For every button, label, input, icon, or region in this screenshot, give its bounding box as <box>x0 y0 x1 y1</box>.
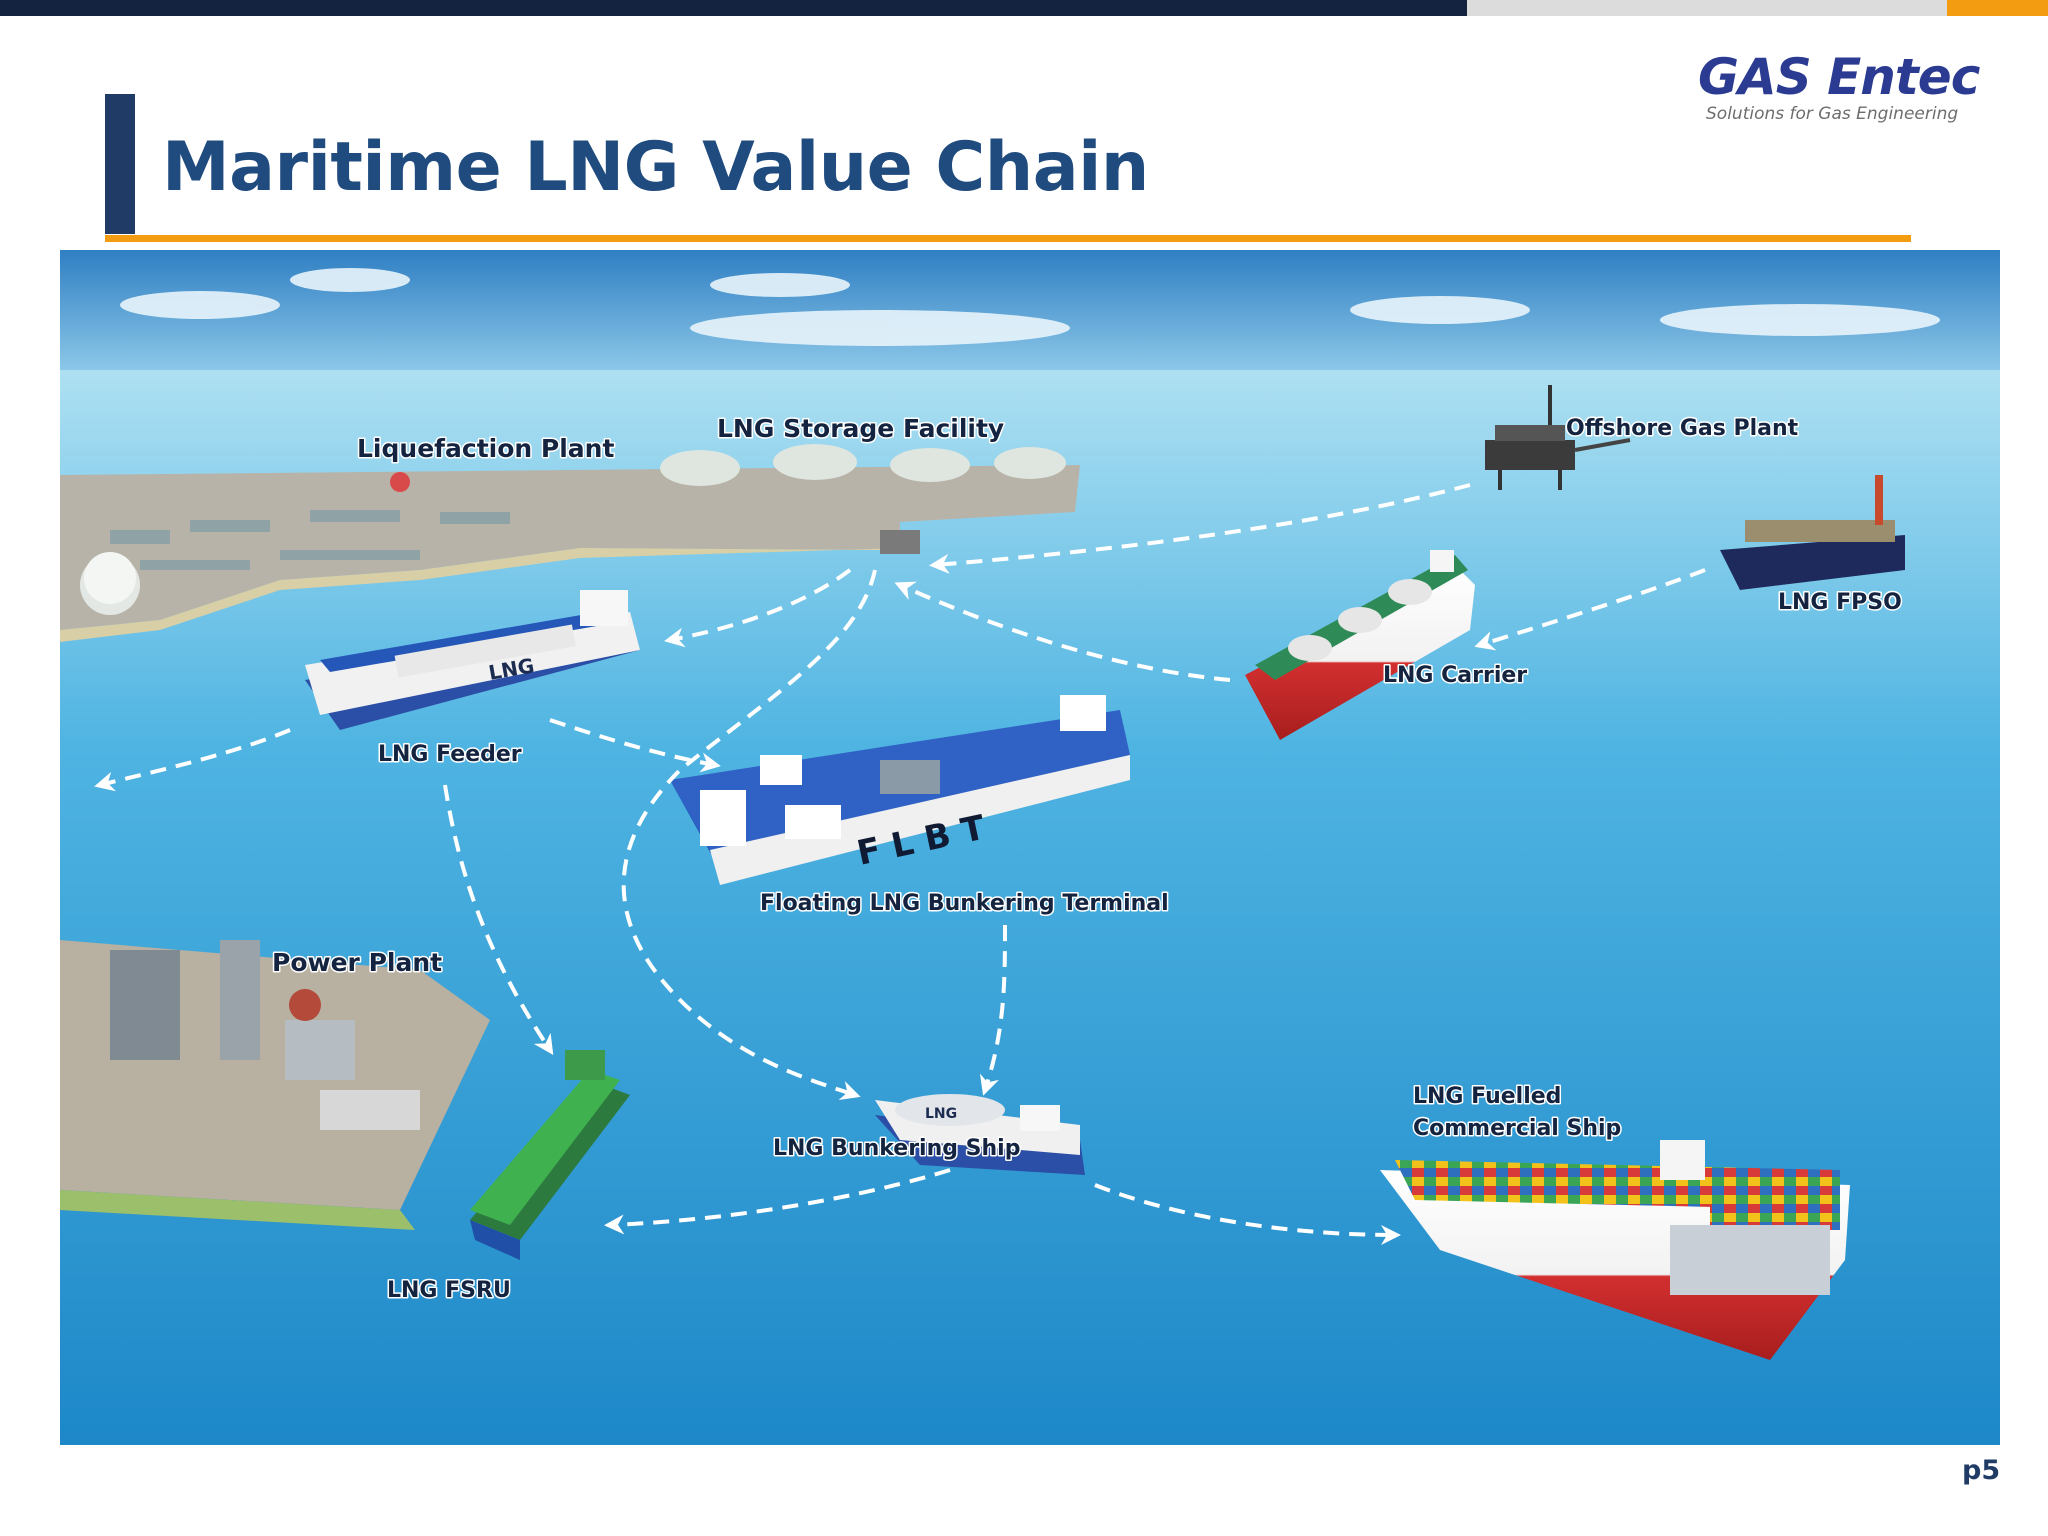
flow-arrow <box>894 581 1231 682</box>
lng-feeder-illustration: LNG <box>305 590 640 730</box>
top-bar-gray <box>1467 0 1947 16</box>
label-liquefaction-plant: Liquefaction Plant <box>357 434 614 463</box>
flow-arrow <box>1474 568 1706 651</box>
logo-tagline: Solutions for Gas Engineering <box>1706 104 1959 124</box>
label-lng-storage-facility: LNG Storage Facility <box>717 414 1004 443</box>
flow-arrow <box>979 924 1007 1096</box>
flow-arrow <box>621 569 877 1101</box>
page-number: p5 <box>1962 1455 2001 1486</box>
clouds <box>120 268 1940 346</box>
label-lng-bunkering-ship: LNG Bunkering Ship <box>773 1136 1020 1161</box>
label-lng-carrier: LNG Carrier <box>1383 663 1527 688</box>
node-labels: Liquefaction Plant LNG Storage Facility … <box>271 413 1904 1305</box>
lng-fsru-illustration <box>470 1050 630 1260</box>
page-title: Maritime LNG Value Chain <box>162 128 1149 207</box>
power-plant-illustration <box>60 940 490 1230</box>
label-lng-fuelled-line2: Commercial Ship <box>1413 1116 1621 1141</box>
offshore-gas-plant-illustration <box>1485 385 1631 490</box>
label-lng-fpso: LNG FPSO <box>1778 590 1902 615</box>
logo-wordmark: GAS Entec <box>1698 48 1980 106</box>
lng-carrier-illustration <box>1245 550 1475 740</box>
company-logo: GAS Entec Solutions for Gas Engineering <box>1690 48 1990 128</box>
label-lng-fsru: LNG FSRU <box>387 1278 511 1303</box>
flbt-illustration: F L B T <box>670 695 1130 885</box>
title-underline <box>105 235 1911 242</box>
flow-arrow <box>1094 1183 1401 1245</box>
liquefaction-plant-illustration <box>60 465 1080 642</box>
lng-bunkering-ship-illustration: LNG <box>875 1094 1085 1175</box>
top-bar-navy <box>0 0 1467 16</box>
lng-value-chain-diagram: LNG F L B T LNG <box>60 250 2000 1445</box>
title-accent-bar <box>105 94 135 234</box>
lng-storage-tanks-illustration <box>660 444 1066 554</box>
flow-arrow <box>549 718 721 773</box>
top-bar-orange <box>1947 0 2048 16</box>
flow-arrow <box>443 784 554 1055</box>
lng-fpso-illustration <box>1720 475 1905 590</box>
label-offshore-gas-plant: Offshore Gas Plant <box>1566 416 1799 441</box>
flow-arrow <box>664 568 852 648</box>
bunkering-ship-hull-marking: LNG <box>925 1106 957 1122</box>
lng-fuelled-commercial-ship-illustration <box>1380 1140 1850 1360</box>
flow-arrow <box>929 483 1471 574</box>
label-lng-feeder: LNG Feeder <box>378 742 522 767</box>
flow-arrows <box>94 483 1706 1245</box>
label-power-plant: Power Plant <box>272 948 442 977</box>
label-floating-lng-bunkering-terminal: Floating LNG Bunkering Terminal <box>760 891 1169 916</box>
label-lng-fuelled-line1: LNG Fuelled <box>1413 1084 1561 1109</box>
flow-arrow <box>604 1168 951 1235</box>
